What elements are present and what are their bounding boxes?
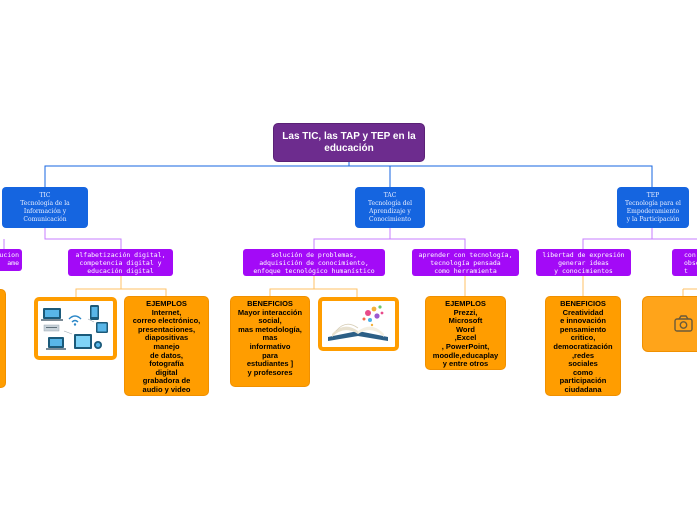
detail-tep-beneficios[interactable]: BENEFICIOS Creatividad e innovación pens…	[546, 297, 620, 395]
detail-tac-ejemplos[interactable]: EJEMPLOS Prezzi, Microsoft Word ,Excel ,…	[426, 297, 505, 369]
branch-tep[interactable]: TEP Tecnología para el Empoderamiento y …	[617, 187, 689, 228]
topic-alfabetizacion[interactable]: alfabetización digital, competencia digi…	[68, 249, 173, 276]
devices-icon	[41, 305, 108, 350]
devices-image[interactable]	[34, 297, 117, 360]
detail-tac-beneficios[interactable]: BENEFICIOS Mayor interacción social, mas…	[231, 297, 309, 386]
camera-icon	[674, 315, 693, 332]
topic-tep-right-partial[interactable]: con obse t	[672, 249, 697, 276]
topic-tic-left-partial[interactable]: ucion ame	[0, 249, 22, 271]
book-image[interactable]	[318, 297, 399, 351]
detail-tic-ejemplos[interactable]: EJEMPLOS Internet, correo electrónico, p…	[125, 297, 208, 395]
topic-solucion-problemas[interactable]: solución de problemas, adquisición de co…	[243, 249, 385, 276]
root-topic[interactable]: Las TIC, las TAP y TEP en la educación	[274, 124, 424, 161]
branch-tac[interactable]: TAC Tecnología del Aprendizaje y Conocim…	[355, 187, 425, 228]
book-icon	[328, 305, 388, 341]
branch-tic[interactable]: TIC Tecnología de la Información y Comun…	[2, 187, 88, 228]
topic-aprender-con-tecnologia[interactable]: aprender con tecnología, tecnología pens…	[412, 249, 519, 276]
topic-libertad-expresion[interactable]: libertad de expresión generar ideas y co…	[536, 249, 631, 276]
detail-left-partial[interactable]	[0, 290, 5, 387]
image-placeholder[interactable]	[643, 297, 697, 351]
